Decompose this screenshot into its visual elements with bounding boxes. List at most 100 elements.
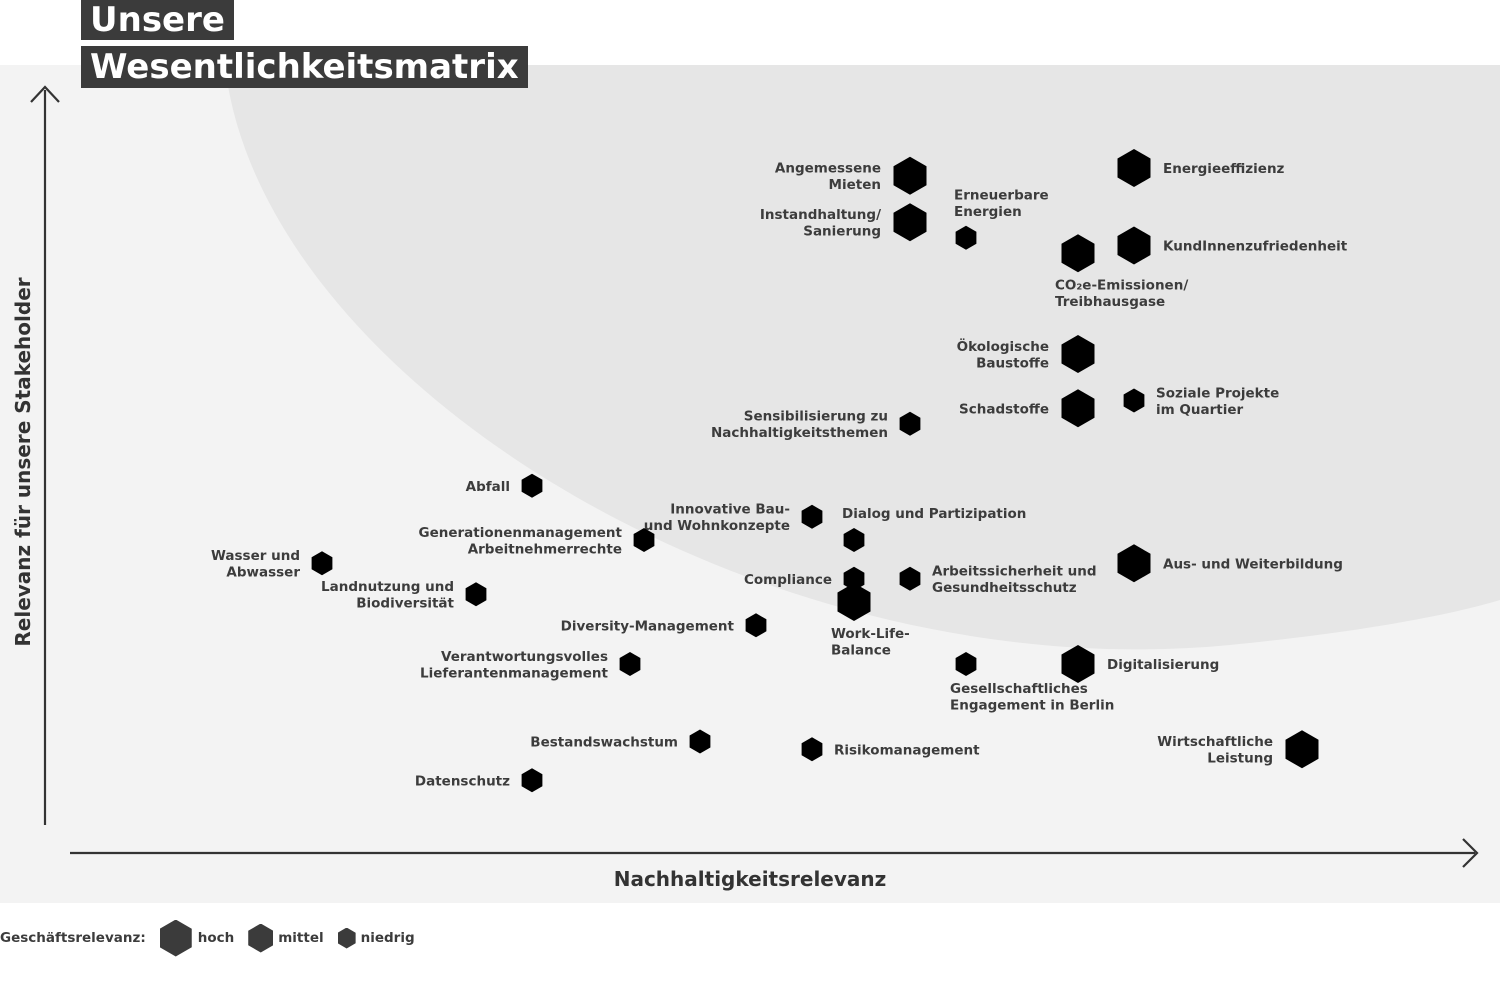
point-label-line: Wirtschaftliche (1157, 734, 1273, 750)
data-point: Compliance (744, 566, 865, 591)
point-label-line: Compliance (744, 572, 832, 588)
point-label: Innovative Bau-und Wohnkonzepte (644, 502, 790, 535)
point-label: Dialog und Partizipation (842, 506, 1026, 522)
page-title-line-2: Wesentlichkeitsmatrix (81, 46, 528, 88)
hexagon-marker (893, 203, 927, 242)
y-axis (30, 85, 60, 825)
data-point: Datenschutz (415, 768, 543, 793)
point-label-line: Leistung (1207, 751, 1273, 767)
data-point: Digitalisierung (1061, 645, 1219, 683)
y-axis-label: Relevanz für unsere Stakeholder (11, 277, 35, 646)
page-title-line-1: Unsere (81, 0, 234, 40)
hexagon-medium-icon (248, 923, 274, 953)
legend-label-mittel: mittel (278, 930, 324, 946)
point-label: Datenschutz (415, 773, 510, 789)
point-label-line: Aus- und Weiterbildung (1163, 556, 1343, 572)
point-label-line: Lieferantenmanagement (420, 665, 609, 681)
hexagon-marker (893, 156, 927, 195)
legend-title: Geschäftsrelevanz: (0, 930, 146, 946)
point-label: Compliance (744, 572, 832, 588)
point-label-line: im Quartier (1156, 402, 1243, 418)
point-label-line: Work-Life- (831, 626, 910, 642)
point-label: Bestandswachstum (530, 735, 678, 751)
point-label-line: Gesundheitsschutz (932, 580, 1077, 596)
hexagon-marker (689, 729, 711, 754)
hexagon-marker (745, 613, 767, 638)
legend-item-mittel: mittel (248, 923, 337, 953)
hexagon-marker (843, 566, 865, 591)
hexagon-small-icon (337, 927, 356, 949)
point-label: Energieeffizienz (1163, 161, 1285, 177)
legend-item-niedrig: niedrig (337, 927, 415, 949)
data-point: Work-Life-Balance (831, 583, 910, 659)
data-point: Innovative Bau-und Wohnkonzepte (644, 502, 823, 535)
hexagon-marker (1061, 389, 1095, 428)
hexagon-marker (899, 566, 921, 591)
point-label-line: KundInnenzufriedenheit (1163, 239, 1348, 255)
data-point: Diversity-Management (561, 613, 767, 638)
data-point: Bestandswachstum (530, 729, 711, 754)
point-label: Work-Life-Balance (831, 626, 910, 659)
point-label-line: Abwasser (226, 565, 300, 581)
point-label-line: Treibhausgase (1055, 294, 1165, 310)
hexagon-marker (1285, 730, 1319, 769)
x-axis-label: Nachhaltigkeitsrelevanz (614, 867, 887, 891)
point-label: Diversity-Management (561, 618, 735, 634)
legend: Geschäftsrelevanz: hoch mittel niedrig (0, 918, 415, 958)
point-label: Instandhaltung/Sanierung (760, 207, 881, 240)
point-label-line: Generationenmanagement (418, 525, 622, 541)
hexagon-marker (1061, 234, 1095, 273)
point-label-line: Sensibilisierung zu (744, 409, 888, 425)
point-label: KundInnenzufriedenheit (1163, 239, 1348, 255)
point-label-line: Balance (831, 643, 891, 659)
point-label: CO₂e-Emissionen/Treibhausgase (1055, 277, 1188, 310)
data-point: Aus- und Weiterbildung (1117, 544, 1343, 583)
hexagon-large-icon (159, 919, 192, 957)
x-axis (70, 838, 1479, 868)
point-label-line: Baustoffe (976, 355, 1049, 371)
point-label-line: Bestandswachstum (530, 735, 678, 751)
point-label-line: und Wohnkonzepte (644, 518, 790, 534)
point-label-line: Engagement in Berlin (950, 698, 1114, 714)
hexagon-marker (1117, 544, 1151, 583)
point-label-line: Innovative Bau- (670, 502, 790, 518)
point-label: Risikomanagement (834, 742, 980, 758)
point-label-line: Abfall (466, 479, 510, 495)
data-point: KundInnenzufriedenheit (1117, 226, 1348, 265)
point-label-line: CO₂e-Emissionen/ (1055, 277, 1188, 293)
point-label-line: Gesellschaftliches (950, 681, 1088, 697)
high-relevance-zone (225, 65, 1500, 650)
hexagon-marker (1061, 335, 1095, 373)
point-label-line: Mieten (829, 177, 881, 193)
point-label-line: Arbeitssicherheit und (932, 564, 1097, 580)
hexagon-marker (837, 583, 871, 621)
point-label-line: Erneuerbare (954, 187, 1049, 203)
legend-label-hoch: hoch (197, 930, 235, 946)
point-label-line: Nachhaltigkeitsthemen (711, 425, 888, 441)
point-label: Digitalisierung (1107, 657, 1219, 673)
legend-item-hoch: hoch (159, 919, 249, 957)
point-label-line: Energieeffizienz (1163, 161, 1285, 177)
hexagon-marker (465, 582, 487, 607)
hexagon-marker (521, 768, 543, 793)
point-label-line: Risikomanagement (834, 742, 980, 758)
data-point: Instandhaltung/Sanierung (760, 203, 927, 242)
point-label: Schadstoffe (959, 401, 1049, 417)
hexagon-marker (1117, 226, 1151, 265)
data-point: CO₂e-Emissionen/Treibhausgase (1055, 234, 1188, 310)
